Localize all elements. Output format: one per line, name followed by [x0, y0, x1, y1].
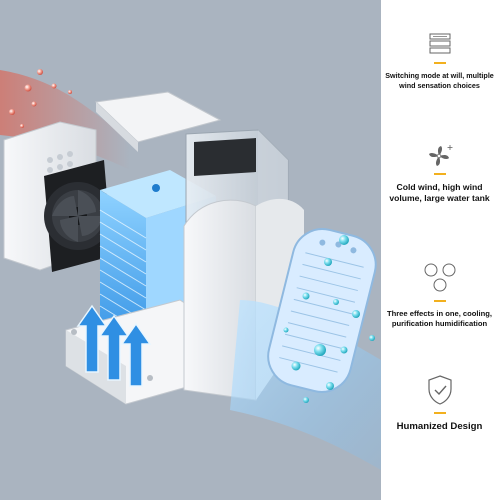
three-circles-icon — [424, 263, 455, 292]
feature-item-wind-modes: Switching mode at will, multiple wind se… — [381, 32, 498, 90]
feature-text: Humanized Design — [396, 421, 483, 432]
warm-air-stream — [0, 70, 130, 170]
humidification-filter — [267, 228, 377, 393]
product-illustration-panel — [0, 0, 381, 500]
air-cooler-exploded-view — [0, 69, 381, 470]
stacked-layers-icon — [429, 33, 450, 54]
feature-text: Switching mode at will, multiple wind se… — [385, 71, 494, 90]
feature-item-humanized-design: Humanized Design — [381, 374, 498, 433]
airflow-arrows — [76, 304, 152, 387]
feature-accent-bar — [433, 62, 446, 64]
feature-accent-bar — [433, 412, 446, 414]
shield-check-icon — [427, 375, 452, 405]
feature-list: Switching mode at will, multiple wind se… — [381, 0, 498, 500]
cool-water-droplets — [283, 235, 375, 403]
feature-item-cold-wind: Cold wind, high wind volume, large water… — [381, 143, 498, 204]
feature-accent-bar — [433, 173, 446, 175]
feature-text: Three effects in one, cooling, purificat… — [386, 309, 493, 328]
feature-text: Cold wind, high wind volume, large water… — [389, 182, 490, 203]
warm-air-droplets — [9, 69, 72, 128]
fan-unit — [44, 160, 112, 272]
feature-item-three-effects: Three effects in one, cooling, purificat… — [381, 262, 498, 329]
feature-accent-bar — [433, 300, 446, 302]
fan-icon — [428, 145, 452, 166]
